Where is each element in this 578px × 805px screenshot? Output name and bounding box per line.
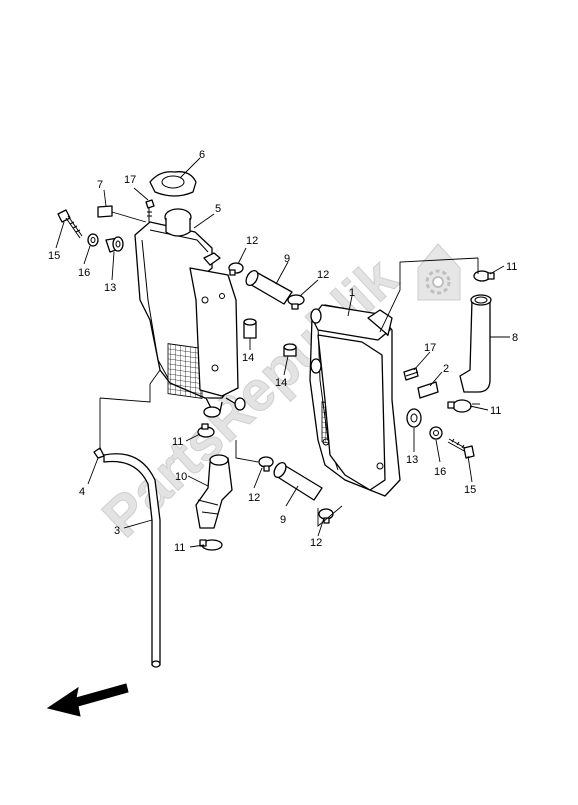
callout-1: 1 <box>349 287 355 299</box>
callout-16-right: 16 <box>434 466 446 478</box>
clamp-12-d <box>318 508 334 524</box>
leader-lines <box>55 157 510 548</box>
breather-pipe-3 <box>103 453 161 668</box>
callout-12-a: 12 <box>246 235 258 247</box>
callout-14-left: 14 <box>242 352 254 364</box>
right-radiator <box>309 304 401 497</box>
callout-11-c: 11 <box>506 261 517 273</box>
clamp-12-a <box>228 262 244 276</box>
callout-13-right: 13 <box>406 454 418 466</box>
bolt-15-right <box>447 438 475 459</box>
callout-7: 7 <box>97 179 103 191</box>
callout-12-d: 12 <box>310 537 322 549</box>
callout-labels: 1 2 3 4 5 6 7 8 9 9 10 11 11 11 11 12 12… <box>48 149 518 554</box>
callout-17-left: 17 <box>124 174 136 186</box>
callout-17-right: 17 <box>424 342 436 354</box>
hardware <box>57 199 475 459</box>
clamp-11-d <box>447 399 472 413</box>
callout-15-left: 15 <box>48 250 60 262</box>
callout-8: 8 <box>512 332 518 344</box>
callout-14-right: 14 <box>275 377 287 389</box>
radiator-cap <box>149 171 197 197</box>
clamp-12-c <box>258 456 274 472</box>
callout-12-c: 12 <box>248 492 260 504</box>
callout-4: 4 <box>79 486 85 498</box>
callout-11-d: 11 <box>490 405 501 417</box>
hose-9-upper <box>245 269 293 305</box>
gear-icon <box>417 243 461 301</box>
hose-clamps <box>197 262 495 551</box>
hose-8 <box>459 294 492 393</box>
hose-10 <box>195 454 233 529</box>
callout-16-left: 16 <box>78 267 90 279</box>
callout-9-lower: 9 <box>280 514 286 526</box>
callout-6: 6 <box>199 149 205 161</box>
hose-9-lower <box>273 461 323 501</box>
reference-lines <box>99 257 480 527</box>
callout-9-upper: 9 <box>284 253 290 265</box>
callout-15-right: 15 <box>464 484 476 496</box>
left-radiator <box>134 208 246 418</box>
clamp-11-c <box>473 270 495 282</box>
callout-11-b: 11 <box>174 542 185 554</box>
direction-arrow-icon <box>46 683 129 717</box>
callout-3: 3 <box>114 525 120 537</box>
clamp-11-a <box>197 423 215 438</box>
callout-12-b: 12 <box>317 269 329 281</box>
bolt-15-left <box>57 209 83 239</box>
callout-2: 2 <box>443 363 449 375</box>
callout-10: 10 <box>175 471 187 483</box>
clamp-12-b <box>287 294 305 310</box>
callout-5: 5 <box>215 203 221 215</box>
callout-11-a: 11 <box>172 436 183 448</box>
callout-13-left: 13 <box>104 282 116 294</box>
